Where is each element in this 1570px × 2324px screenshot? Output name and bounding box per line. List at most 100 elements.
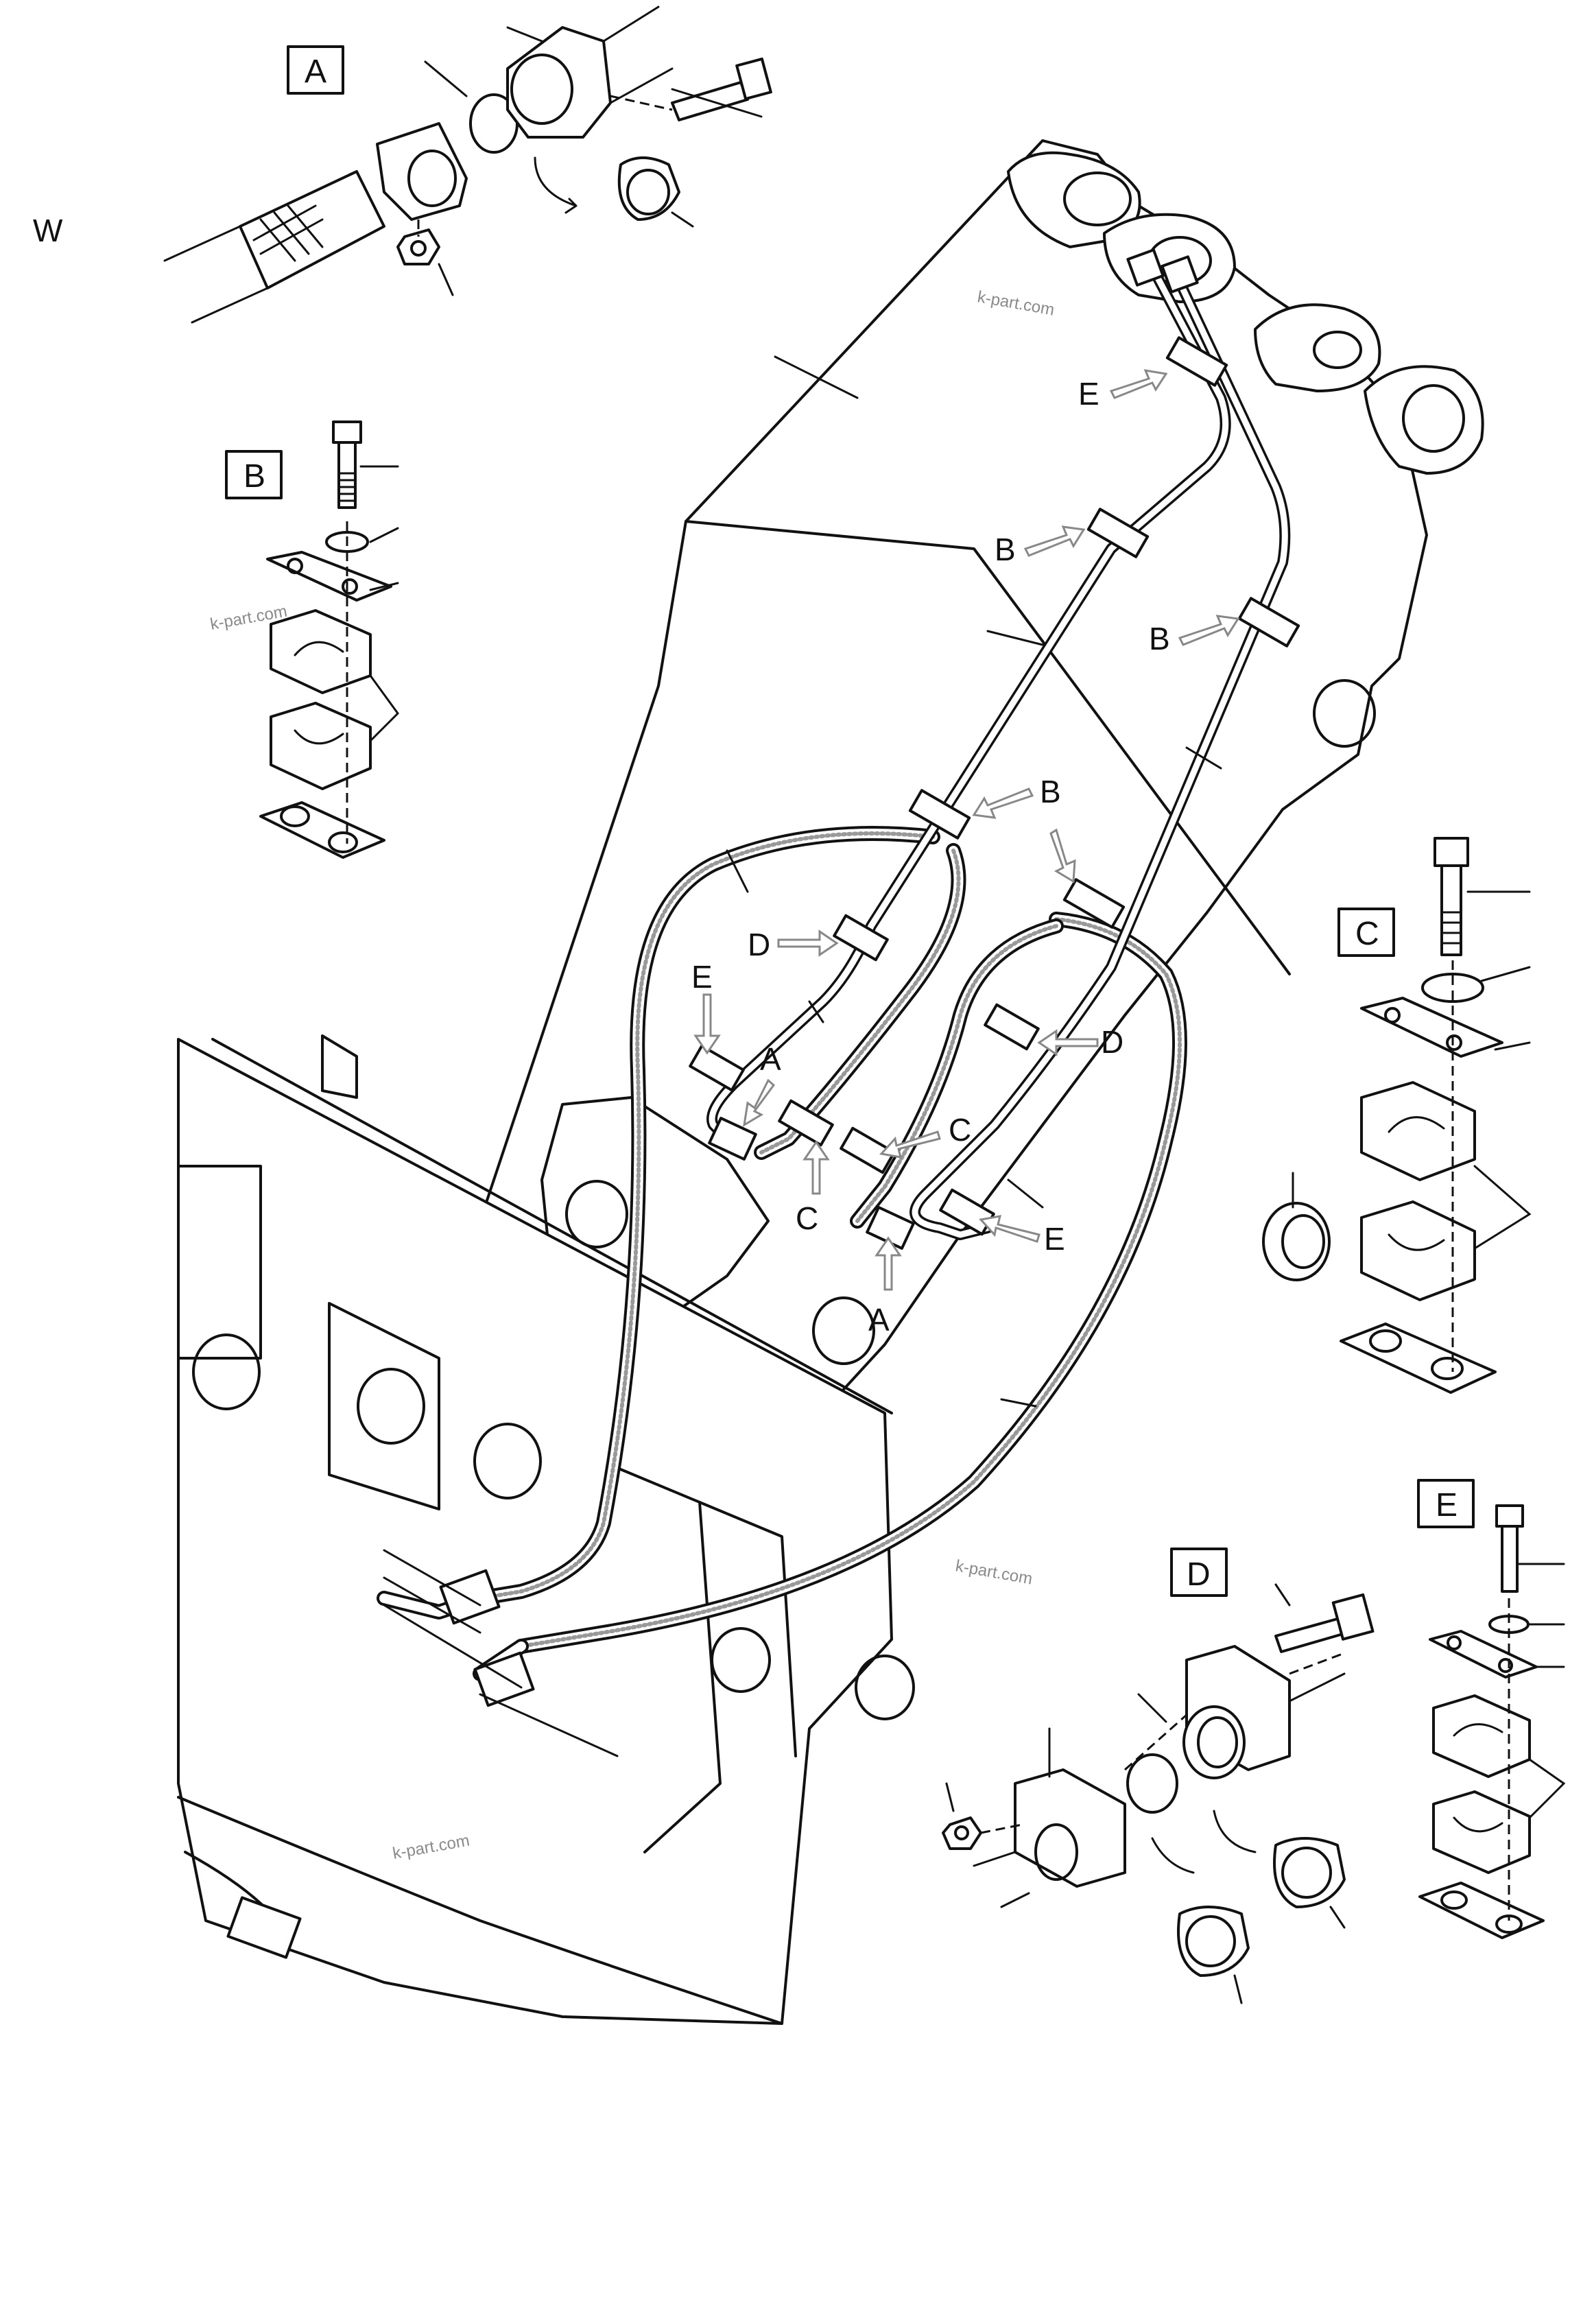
detail-d-label: D (1187, 1556, 1211, 1593)
detail-c-bottom-plate (1340, 1323, 1497, 1394)
fitting-top-1 (1126, 248, 1165, 287)
detail-c-label: C (1355, 916, 1379, 952)
fitting-frame-2 (473, 1651, 535, 1707)
detail-e-box (1417, 1479, 1475, 1528)
pipe-clamps (689, 336, 1300, 1236)
callout-d-left: D (748, 927, 770, 962)
arrow-a-2 (875, 1236, 902, 1291)
pin-hole-4 (1402, 384, 1465, 453)
frame-panel (328, 1302, 440, 1510)
frame-lug (321, 1034, 358, 1099)
page-marker: W (33, 213, 63, 248)
detail-b-bolt-shank (337, 441, 357, 509)
frame-plate-2 (698, 1501, 797, 1757)
pin-hole-3 (1313, 331, 1362, 369)
detail-d-plug-1 (1177, 1906, 1250, 1977)
boom-section-mark (774, 355, 859, 399)
detail-b: B (225, 420, 399, 859)
detail-c-washer (1421, 973, 1484, 1003)
frame-top-edge (211, 1038, 893, 1414)
detail-d-bolt (1274, 1617, 1344, 1653)
detail-a-box (287, 45, 344, 95)
clamp-b-4 (1062, 878, 1126, 929)
detail-e-bottom-plate (1418, 1882, 1545, 1939)
fitting-a-right (866, 1206, 915, 1250)
detail-e-label: E (1436, 1487, 1458, 1523)
arrow-c-1 (802, 1140, 830, 1195)
fitting-frame-1 (439, 1569, 501, 1625)
clamp-b-3 (908, 789, 971, 840)
frame-hole-4 (855, 1655, 915, 1720)
pin-hole-5 (1313, 679, 1376, 748)
detail-d: D (942, 1548, 1375, 2004)
detail-d-nut (942, 1816, 982, 1850)
clamp-b-2 (1237, 597, 1300, 648)
arrow-b-1 (1023, 525, 1086, 557)
frame-body (177, 1038, 893, 2025)
detail-c: C (1262, 837, 1532, 1394)
arrow-e-1 (693, 993, 721, 1055)
detail-c-bolt-shank (1440, 864, 1462, 956)
boom-rib (685, 520, 1291, 975)
frame-hole-2 (473, 1423, 542, 1499)
clamp-e-1 (689, 1044, 745, 1092)
callout-e-top: E (1078, 376, 1099, 412)
detail-c-top-plate (1360, 997, 1503, 1058)
pin-hole-6 (565, 1180, 628, 1248)
fitting-top-2 (1161, 255, 1199, 294)
clamp-d-1 (833, 914, 889, 962)
frame-hole-3 (192, 1333, 261, 1410)
callout-a-right: A (868, 1302, 890, 1338)
detail-a-flange (376, 122, 468, 221)
detail-b-lower-clamp (270, 702, 372, 790)
clamp-c-2 (840, 1126, 896, 1174)
frame-bottom-rail (177, 1796, 783, 2025)
frame-hole-1 (357, 1368, 425, 1445)
detail-b-label: B (243, 458, 265, 495)
callout-arrows (693, 369, 1240, 1291)
detail-d-plug-2 (1273, 1837, 1346, 1908)
detail-b-bottom-plate (259, 801, 385, 859)
callout-e-left: E (691, 959, 713, 995)
detail-e-bolt-head (1495, 1504, 1524, 1528)
watermark-3: k-part.com (954, 1556, 1034, 1588)
callout-b-upper-left: B (995, 532, 1016, 567)
detail-a-hose (239, 170, 385, 289)
detail-c-bolt-head (1434, 837, 1469, 867)
callout-c-left: C (796, 1200, 818, 1236)
boom-horn-3 (1254, 303, 1381, 392)
detail-e-upper-clamp (1432, 1694, 1531, 1778)
detail-d-flange (1014, 1768, 1126, 1888)
callout-e-right: E (1044, 1221, 1065, 1257)
leader-lines-main (726, 630, 1222, 1408)
detail-e-bolt-shank (1501, 1525, 1519, 1593)
arrow-e-top (1109, 369, 1168, 399)
frame-block (226, 1896, 302, 1959)
clamp-c-1 (778, 1099, 834, 1147)
callout-labels: E B B B D D E E A A C C (691, 376, 1170, 1338)
fitting-a-left (708, 1117, 757, 1161)
detail-b-upper-clamp (270, 609, 372, 694)
clamp-b-1 (1086, 508, 1150, 558)
callout-b-mid: B (1040, 774, 1061, 809)
frame-plate-1 (616, 1467, 722, 1853)
detail-c-box (1337, 908, 1395, 957)
detail-a: A (163, 5, 772, 324)
detail-a-nut (396, 228, 440, 265)
arrow-c-2 (879, 1130, 941, 1159)
arrow-a-1 (743, 1078, 776, 1127)
detail-a-block (506, 26, 612, 139)
detail-b-box (225, 450, 283, 499)
arrow-e-2 (979, 1215, 1040, 1243)
detail-b-bolt-head (332, 420, 362, 444)
detail-d-o-ring (1126, 1753, 1178, 1814)
callout-c-right: C (949, 1112, 971, 1148)
detail-e: E (1417, 1479, 1566, 1939)
detail-c-plug (1262, 1202, 1331, 1281)
callout-a-left: A (760, 1041, 781, 1077)
lower-frame (177, 1034, 915, 2025)
arrow-d-2 (1037, 1029, 1099, 1056)
callout-b-upper-right: B (1149, 621, 1170, 656)
detail-c-upper-clamp (1360, 1081, 1476, 1181)
